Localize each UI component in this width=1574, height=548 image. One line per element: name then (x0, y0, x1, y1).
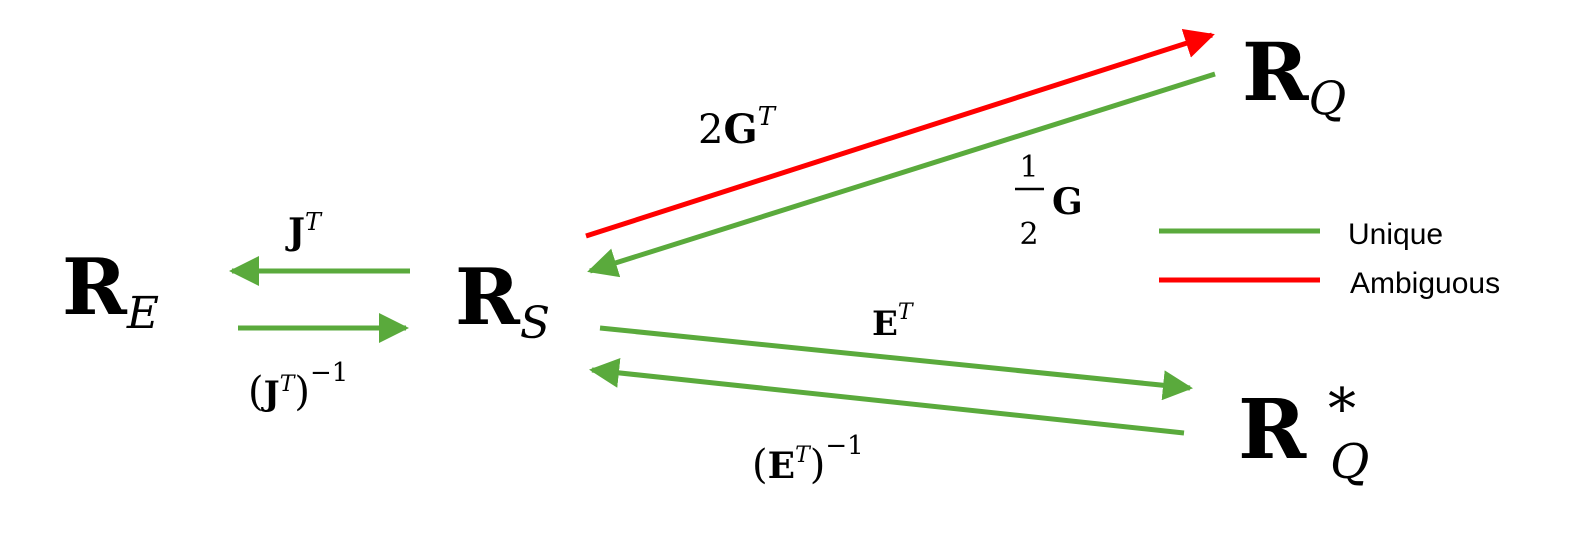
label-jt-inv-close: ) (294, 369, 310, 415)
node-rq-star-sub: Q (1330, 434, 1369, 490)
node-rs-sub: S (520, 298, 550, 349)
node-rs: RS (455, 252, 550, 349)
node-re-base: R (62, 242, 128, 333)
label-jt-inv-base: J (261, 374, 280, 414)
svg-text:2GT: 2GT (698, 102, 777, 153)
node-rq-base: R (1242, 25, 1309, 119)
label-half-g-base: G (1052, 181, 1083, 223)
node-re-sub: E (126, 288, 159, 339)
node-rq: RQ (1242, 25, 1346, 125)
node-re: RE (62, 242, 159, 339)
label-2gt: 2GT (698, 102, 777, 153)
node-rq-star-base: R (1238, 382, 1307, 478)
svg-text:RS: RS (455, 252, 550, 349)
label-et-inv-exp: −1 (825, 431, 863, 461)
node-rs-base: R (455, 252, 521, 343)
label-et-inv-base: E (768, 445, 795, 487)
label-jt-inverse: (JT)−1 (248, 358, 348, 415)
label-half-g-den: 2 (1019, 217, 1038, 252)
label-et-inv-close: ) (810, 442, 826, 488)
label-2gt-base: G (723, 106, 757, 153)
label-2gt-sup: T (758, 102, 777, 132)
label-jt-inv-open: ( (248, 369, 264, 415)
legend-ambiguous-label: Ambiguous (1350, 267, 1500, 300)
label-jt-sup: T (305, 208, 323, 236)
label-jt-inv-sup: T (280, 372, 297, 397)
arrow-rq-to-rs (587, 71, 1216, 278)
node-rq-sub: Q (1308, 71, 1346, 125)
svg-text:ET: ET (872, 300, 915, 344)
svg-text:RE: RE (62, 242, 159, 339)
label-half-g-num: 1 (1019, 150, 1038, 185)
label-et-inv-open: ( (752, 442, 768, 488)
label-2gt-coef: 2 (698, 107, 723, 153)
svg-text:*: * (1328, 377, 1356, 442)
svg-text:(JT)−1: (JT)−1 (248, 358, 348, 415)
legend-unique-label: Unique (1348, 218, 1443, 251)
node-rq-star: R * Q (1238, 377, 1369, 490)
arrow-rq-star-to-rs (589, 357, 1185, 436)
label-et-inverse: (ET)−1 (752, 431, 864, 488)
label-half-g: 1 2 G (1015, 150, 1083, 252)
arrow-rs-to-rq-star (599, 325, 1193, 401)
label-et-inv-sup: T (795, 443, 812, 468)
svg-text:(ET)−1: (ET)−1 (752, 431, 864, 488)
label-jt: JT (285, 208, 323, 253)
label-jt-base: J (285, 211, 305, 253)
legend: Unique Ambiguous (1159, 218, 1500, 300)
edges (229, 28, 1216, 436)
label-et-sup: T (898, 300, 915, 325)
svg-text:R: R (1238, 382, 1307, 478)
label-et-base: E (872, 304, 898, 344)
svg-text:RQ: RQ (1242, 25, 1346, 125)
svg-text:Q: Q (1330, 434, 1369, 490)
label-et: ET (872, 300, 915, 344)
label-jt-inv-exp: −1 (310, 358, 348, 388)
node-rq-star-sup: * (1328, 377, 1356, 442)
arrow-rs-to-rq (585, 28, 1215, 239)
svg-text:JT: JT (285, 208, 323, 253)
